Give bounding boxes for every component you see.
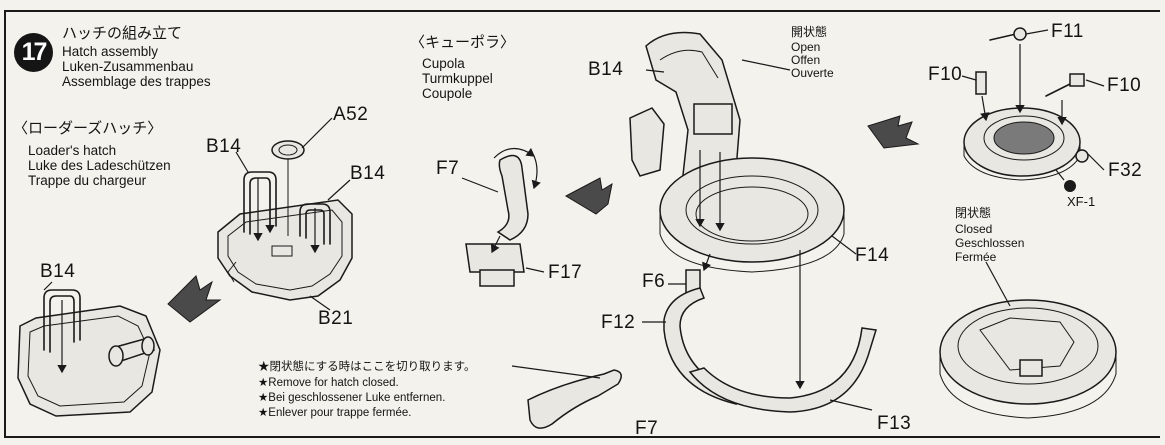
cupola-top-f32 [963, 107, 1105, 181]
periscope-f10-right [1045, 73, 1105, 126]
part-label-b14: B14 [350, 163, 386, 184]
part-label-f14: F14 [855, 245, 890, 266]
closed-state-de: Geschlossen [955, 236, 1025, 250]
part-label-b14: B14 [206, 136, 242, 157]
loader-hatch-assembled [17, 281, 161, 417]
step-title-de: Luken-Zusammenbau [62, 59, 194, 74]
part-label-f11: F11 [1051, 21, 1084, 42]
closed-state-en: Closed [955, 222, 993, 236]
part-label-f10: F10 [928, 64, 963, 85]
part-label-f12: F12 [601, 312, 636, 333]
note-de: ★Bei geschlossener Luke entfernen. [258, 392, 446, 404]
step-title-fr: Assemblage des trappes [62, 74, 211, 89]
periscope-f10-left [961, 71, 990, 122]
cupola-title-de: Turmkuppel [422, 71, 493, 86]
step-frame [4, 10, 1160, 438]
cupola-closed-assembled [939, 261, 1117, 419]
open-state-de: Offen [791, 53, 821, 67]
cupola-title-jp: 〈キューポラ〉 [410, 34, 516, 51]
part-label-a52: A52 [333, 104, 369, 125]
paint-label-xf1: XF-1 [1067, 194, 1096, 209]
assembly-direction-arrow [167, 275, 222, 323]
loader-hatch-title-de: Luke des Ladeschützen [28, 158, 171, 173]
hatch-arm-f7 [461, 154, 529, 241]
cupola-hatch-b14 [629, 31, 791, 199]
periscope-f11 [989, 27, 1049, 114]
paint-marker-xf1 [1055, 169, 1076, 192]
loader-hatch-title-en: Loader's hatch [28, 143, 117, 158]
step-title-en: Hatch assembly [62, 44, 159, 59]
loader-hatch-title-fr: Trappe du chargeur [28, 173, 147, 188]
part-label-f10: F10 [1107, 75, 1142, 96]
part-label-b14: B14 [588, 59, 624, 80]
closed-state-fr: Fermée [955, 250, 997, 264]
closed-direction-arrow [867, 115, 920, 149]
closed-state-jp: 閉状態 [955, 206, 992, 220]
loader-hatch-base-b21 [217, 199, 353, 301]
part-label-f6: F6 [642, 271, 666, 292]
cupola-title-fr: Coupole [422, 86, 473, 101]
part-label-b14: B14 [40, 261, 76, 282]
loader-hatch-title-jp: 〈ローダーズハッチ〉 [13, 120, 163, 137]
cupola-direction-arrow [564, 177, 613, 215]
part-label-f32: F32 [1108, 160, 1143, 181]
step-number-badge: 17 [14, 33, 53, 72]
part-label-b21: B21 [318, 308, 354, 329]
periscope-a52 [271, 117, 333, 236]
loader-hatch-handle-b14-left [243, 171, 277, 235]
cupola-ring-f14 [659, 157, 857, 273]
cupola-ring-f13 [688, 327, 877, 413]
cupola-title-en: Cupola [422, 56, 465, 71]
part-label-f7: F7 [635, 418, 659, 439]
step-title-jp: ハッチの組み立て [62, 25, 183, 42]
open-state-en: Open [791, 40, 821, 54]
part-label-f7: F7 [436, 158, 460, 179]
hinge-f17 [465, 235, 545, 287]
note-jp: ★閉状態にする時はここを切り取ります。 [258, 361, 476, 373]
open-state-fr: Ouverte [791, 66, 834, 80]
note-fr: ★Enlever pour trappe fermée. [258, 407, 412, 419]
part-label-f13: F13 [877, 413, 912, 434]
open-state-jp: 開状態 [791, 25, 828, 39]
note-f7-piece [511, 365, 622, 429]
note-en: ★Remove for hatch closed. [258, 377, 399, 389]
part-label-f17: F17 [548, 262, 583, 283]
